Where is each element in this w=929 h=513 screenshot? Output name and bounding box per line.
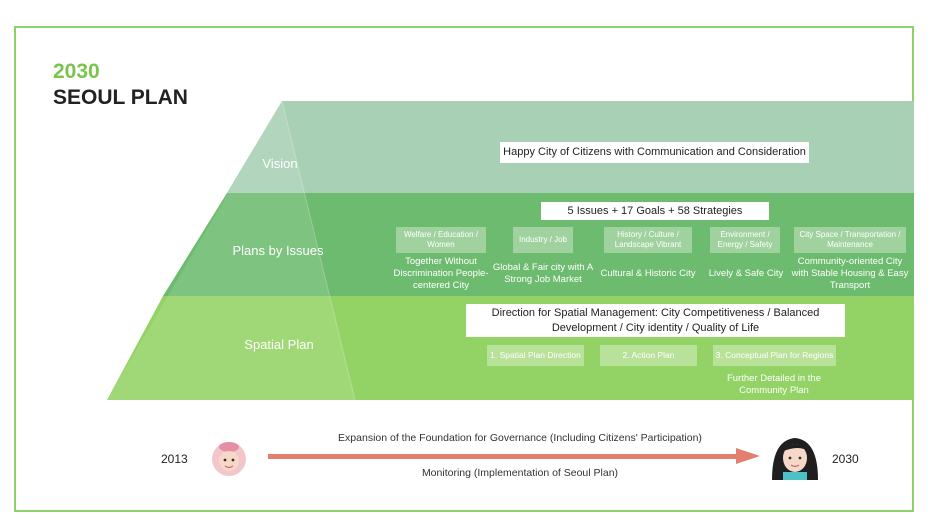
pyramid-facet	[107, 101, 355, 400]
issue-tag-history: History / Culture / Landscape Vibrant	[604, 227, 692, 253]
issue-desc-environment: Lively & Safe City	[708, 268, 784, 279]
girl-icon	[772, 438, 818, 480]
baby-icon	[212, 442, 246, 476]
timeline-end-year: 2030	[832, 452, 859, 466]
issue-desc-cityspace: Community-oriented City with Stable Hous…	[791, 256, 909, 291]
issues-label: Plans by Issues	[232, 243, 324, 258]
issue-tag-cityspace: City Space / Transportation / Maintenanc…	[794, 227, 906, 253]
spatial-direction: Direction for Spatial Management: City C…	[466, 304, 845, 337]
timeline-below-text: Monitoring (Implementation of Seoul Plan…	[421, 467, 619, 479]
vision-statement: Happy City of Citizens with Communicatio…	[500, 142, 809, 163]
spatial-step-2: 2. Action Plan	[600, 345, 697, 366]
header-year: 2030	[53, 60, 100, 83]
timeline-arrow-head	[736, 448, 760, 464]
issue-tag-welfare: Welfare / Education / Women	[396, 227, 486, 253]
spatial-note: Further Detailed in the Community Plan	[727, 373, 821, 396]
vision-label: Vision	[262, 156, 298, 171]
issue-desc-welfare: Together Without Discrimination People-c…	[393, 256, 489, 291]
spatial-step-3: 3. Conceptual Plan for Regions	[713, 345, 836, 366]
issue-tag-industry: Industry / Job	[513, 227, 573, 253]
timeline-above-text: Expansion of the Foundation for Governan…	[338, 432, 702, 444]
header-title: SEOUL PLAN	[53, 86, 188, 109]
timeline-start-year: 2013	[161, 452, 188, 466]
issue-desc-industry: Global & Fair city with A Strong Job Mar…	[492, 262, 594, 285]
pyramid-edge-line	[281, 100, 356, 401]
issue-tag-environment: Environment / Energy / Safety	[710, 227, 780, 253]
issues-summary: 5 Issues + 17 Goals + 58 Strategies	[541, 202, 769, 220]
issue-desc-history: Cultural & Historic City	[600, 268, 696, 279]
timeline-arrow-shaft	[268, 454, 738, 459]
spatial-step-1: 1. Spatial Plan Direction	[487, 345, 584, 366]
spatial-label: Spatial Plan	[244, 337, 314, 352]
